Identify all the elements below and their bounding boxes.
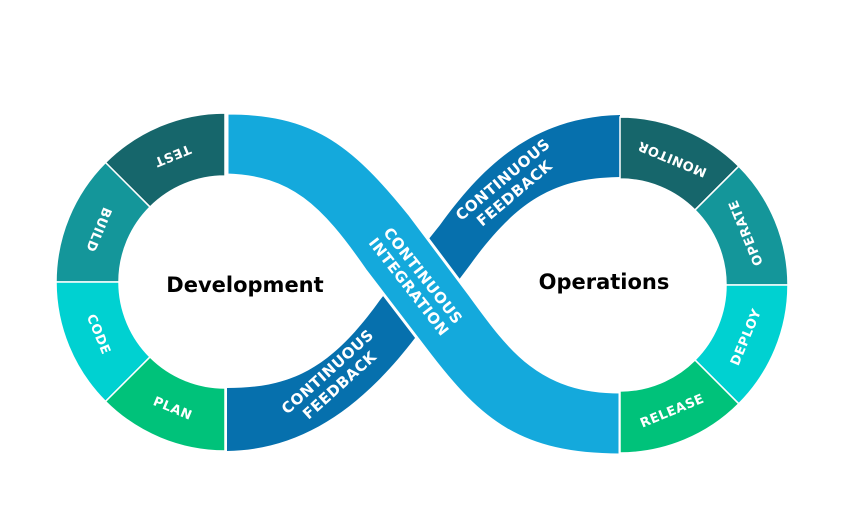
operations-segment-release — [619, 358, 740, 454]
development-segment-code — [55, 281, 152, 403]
operations-label: Operations — [539, 270, 670, 294]
development-label: Development — [166, 273, 323, 297]
development-segment-build — [55, 161, 152, 283]
development-segment-test — [104, 112, 226, 209]
development-segment-plan — [104, 355, 226, 452]
